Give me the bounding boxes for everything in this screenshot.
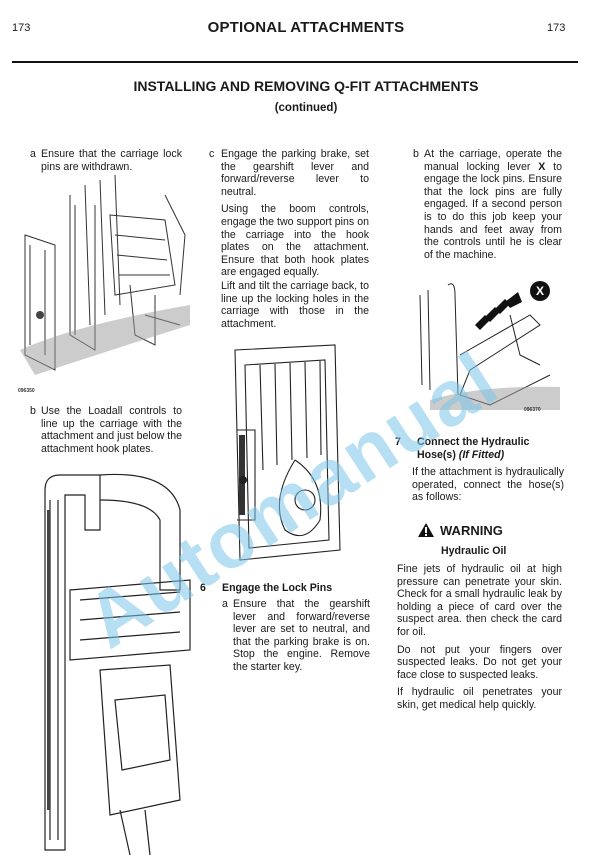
warning-triangle-icon (418, 523, 434, 537)
item-text: At the carriage, operate the manual lock… (424, 148, 562, 261)
step-7-heading: 7 Connect the Hydraulic Hose(s) (If Fitt… (395, 436, 565, 461)
step-7-text: If the attachment is hydraulically opera… (412, 466, 564, 504)
hook-plate-illustration (44, 473, 191, 856)
lever-x-ref: X (538, 160, 546, 173)
item-key: a (30, 148, 36, 160)
warning-label: WARNING (440, 522, 503, 538)
step-title: Engage the Lock Pins (222, 582, 333, 594)
support-pins-illustration (234, 344, 341, 561)
warning-body: Fine jets of hydraulic oil at high press… (397, 563, 562, 712)
warning-paragraph: Fine jets of hydraulic oil at high press… (397, 563, 562, 638)
header-divider (12, 61, 578, 63)
warning-heading: WARNING (417, 522, 503, 538)
step-6-heading: 6 Engage the Lock Pins (200, 582, 375, 595)
instruction-c-col2: c Engage the parking brake, set the gear… (209, 148, 369, 330)
page-number-left: 173 (12, 22, 31, 34)
instruction-c-para2: Using the boom controls, engage the two … (221, 203, 369, 279)
instruction-c-para3: Lift and tilt the carriage back, to line… (221, 279, 369, 330)
instruction-a-col2: a Ensure that the gearshift lever and fo… (222, 598, 370, 674)
carriage-illustration (20, 175, 190, 375)
item-key: c (209, 148, 215, 160)
section-title: OPTIONAL ATTACHMENTS (207, 19, 405, 36)
page-title: INSTALLING AND REMOVING Q-FIT ATTACHMENT… (133, 78, 479, 94)
text-part: At the carriage, operate the manual lock… (424, 148, 562, 173)
figure-label: 096350 (18, 388, 35, 394)
item-text: Ensure that the gearshift lever and forw… (233, 598, 370, 673)
step-number: 7 (395, 436, 401, 448)
warning-paragraph: Do not put your fingers over suspected l… (397, 643, 562, 681)
item-key: a (222, 598, 228, 610)
locking-lever-illustration: X (419, 281, 560, 410)
item-text: Use the Loadall controls to line up the … (41, 405, 182, 455)
instruction-b-col1: b Use the Loadall controls to line up th… (30, 405, 182, 455)
callout-x-label: X (536, 284, 544, 298)
instruction-b-col3: b At the carriage, operate the manual lo… (413, 148, 562, 261)
step-title-text: Connect the Hydraulic Hose(s) (417, 436, 530, 461)
item-key: b (30, 405, 36, 417)
text-part: to engage the lock pins. Ensure that the… (424, 160, 562, 261)
instruction-a-col1: a Ensure that the carriage lock pins are… (30, 148, 182, 173)
figure-label: 096370 (524, 407, 541, 413)
item-key: b (413, 148, 419, 160)
page-subtitle: (continued) (274, 102, 338, 114)
step-title-italic: (If Fitted) (458, 448, 505, 461)
page-number-right: 173 (547, 22, 566, 34)
step-title: Connect the Hydraulic Hose(s) (If Fitted… (417, 436, 565, 461)
instruction-c: c Engage the parking brake, set the gear… (209, 148, 369, 198)
item-text: Ensure that the carriage lock pins are w… (41, 148, 182, 173)
warning-subtitle: Hydraulic Oil (441, 545, 507, 557)
item-text: Engage the parking brake, set the gearsh… (221, 148, 369, 198)
step-number: 6 (200, 582, 206, 594)
warning-paragraph: If hydraulic oil penetrates your skin, g… (397, 686, 562, 711)
